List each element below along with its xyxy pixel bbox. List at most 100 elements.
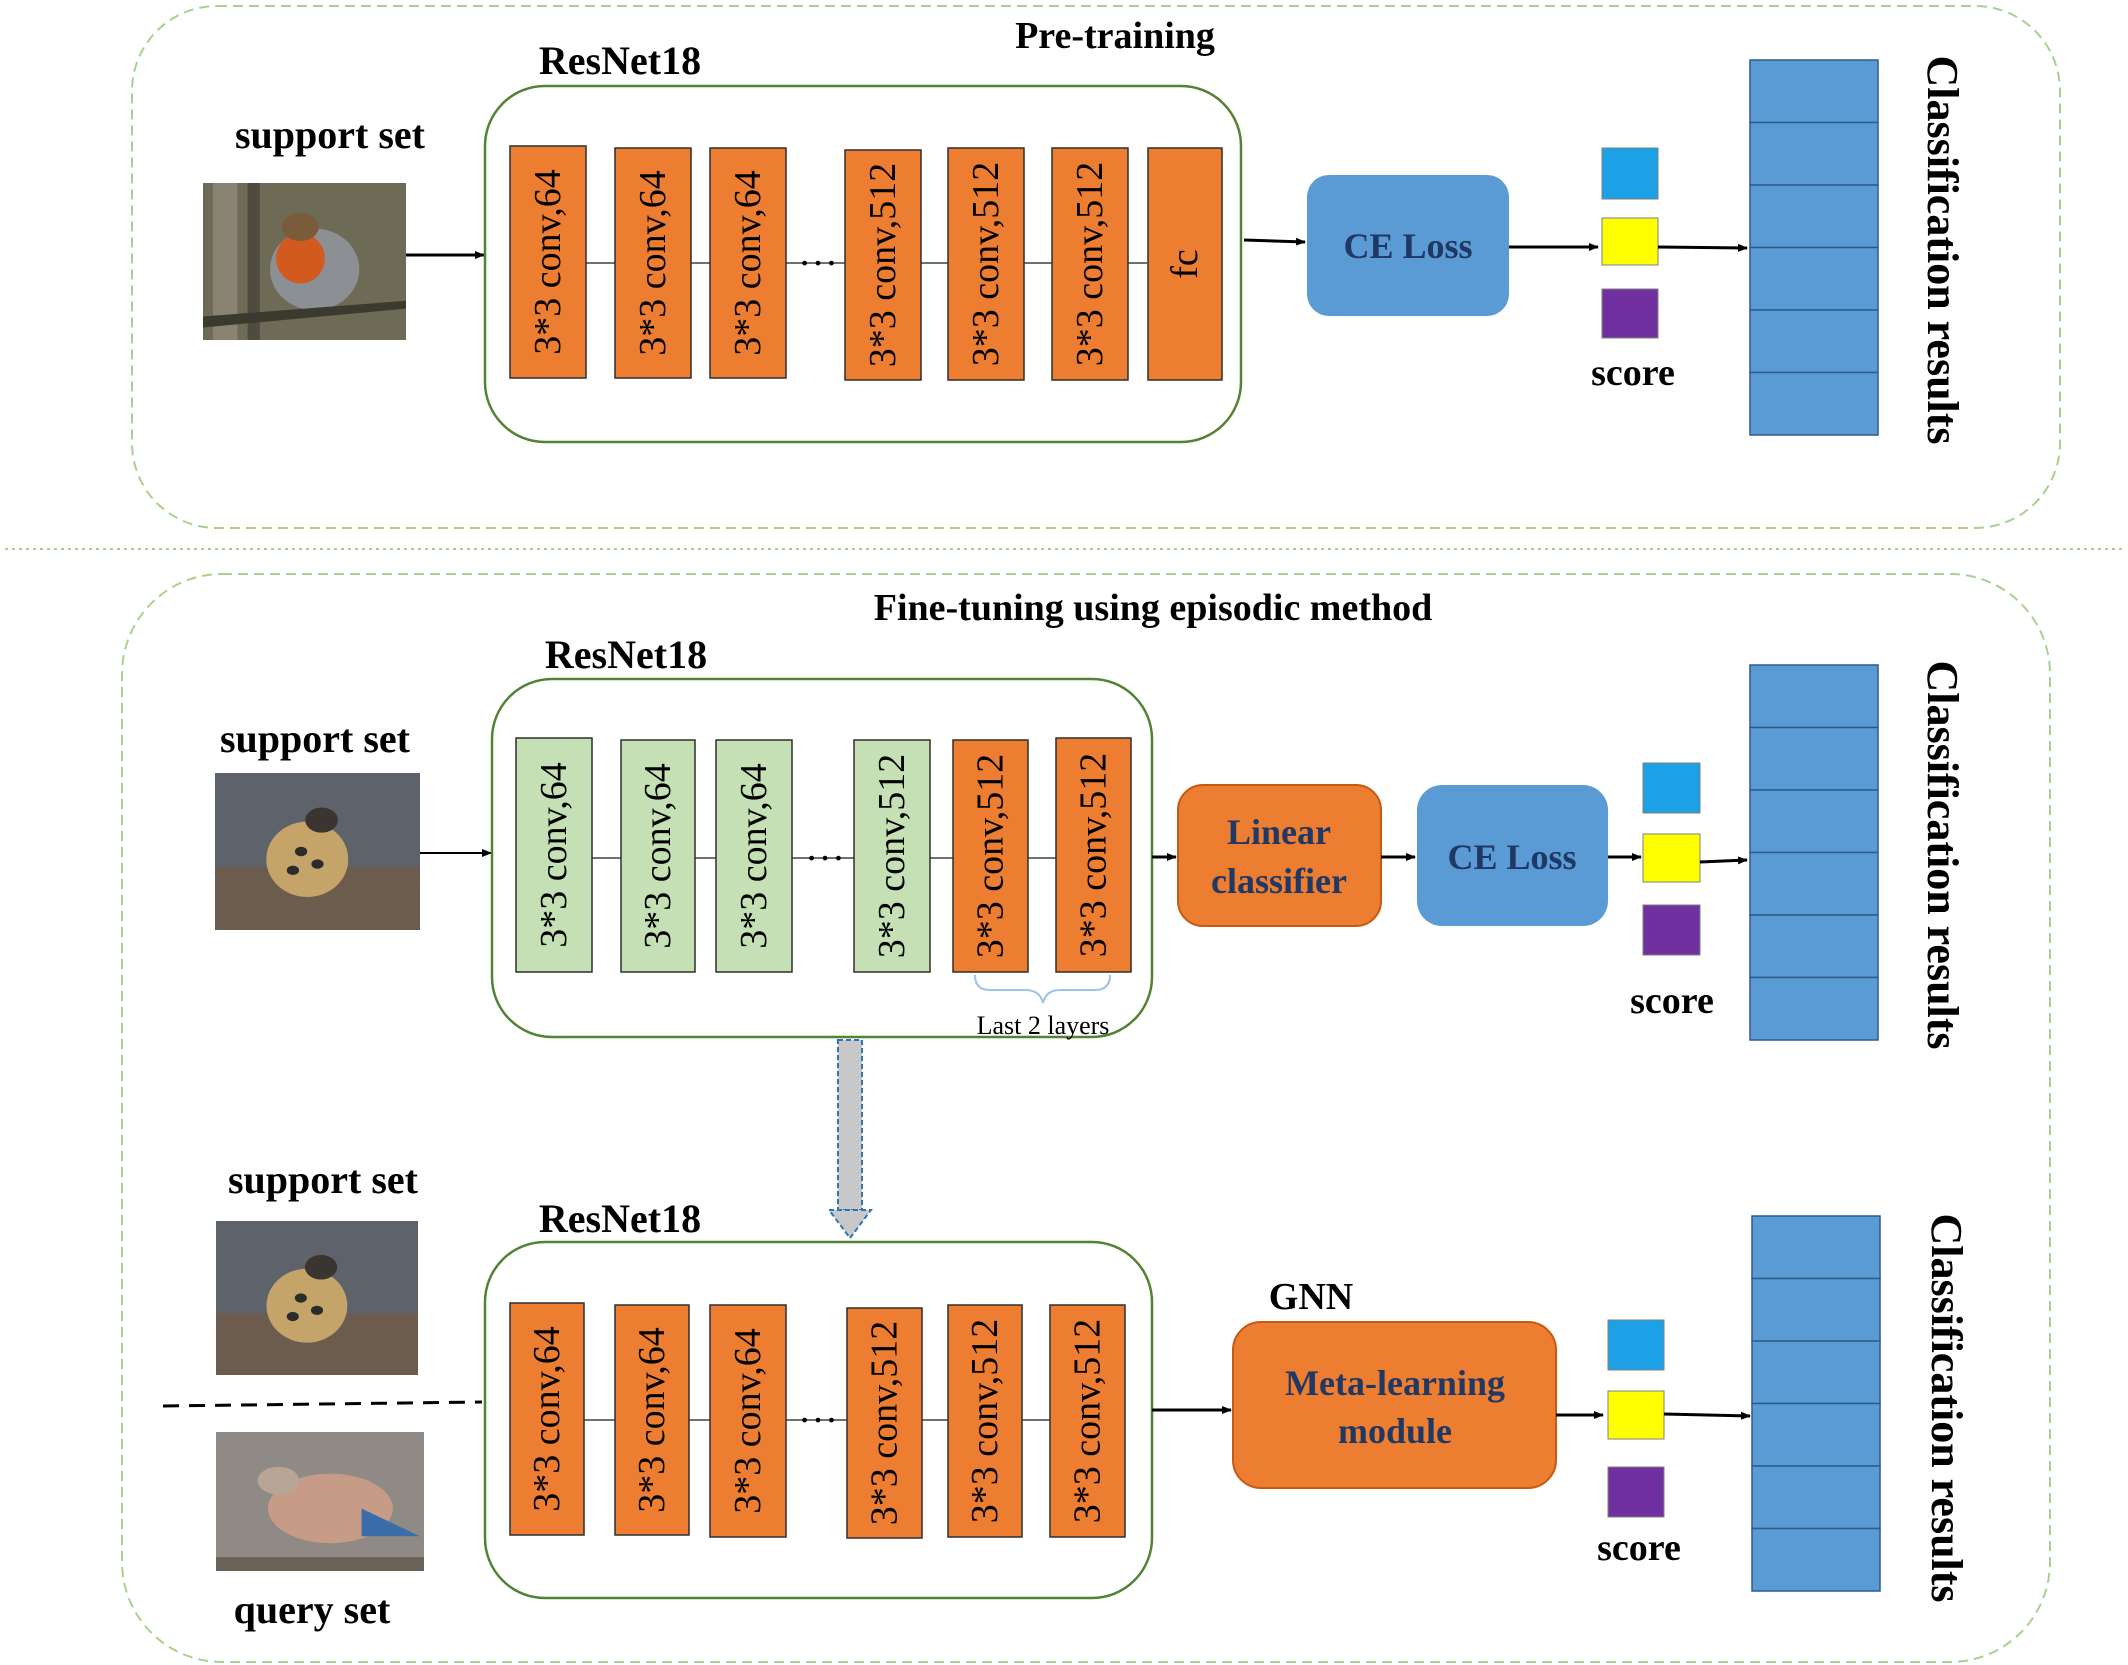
finetuning-lower-score-purple bbox=[1607, 1466, 1665, 1518]
conv-layer-label: 3*3 conv,64 bbox=[533, 762, 575, 947]
result-cell bbox=[1749, 851, 1879, 916]
meta-learning-module-box bbox=[1232, 1321, 1557, 1489]
conv-layer-label: 3*3 conv,512 bbox=[864, 1321, 906, 1525]
pretraining-results-label: Classification results bbox=[1918, 55, 1967, 444]
result-cell bbox=[1749, 664, 1879, 729]
conv-layer-block bbox=[947, 1304, 1023, 1538]
finetuning-lower-support-set-label: support set bbox=[228, 1157, 419, 1202]
conv-layer-block bbox=[614, 1304, 690, 1536]
finetuning-lower-ellipsis: … bbox=[798, 1386, 838, 1431]
result-cell bbox=[1749, 371, 1879, 436]
finetuning-upper-score-label: score bbox=[1630, 980, 1714, 1022]
conv-layer-label: 3*3 conv,512 bbox=[965, 162, 1007, 366]
conv-layer-block bbox=[853, 739, 931, 973]
pretraining-score-label: score bbox=[1591, 352, 1675, 394]
finetuning-lower-score-yellow bbox=[1607, 1390, 1665, 1440]
finetuning-lower-score-to-results-arrow bbox=[1663, 1411, 1751, 1420]
finetuning-upper-score-purple bbox=[1642, 904, 1701, 956]
conv-layer-label: fc bbox=[1164, 249, 1206, 279]
result-cell bbox=[1749, 789, 1879, 854]
result-cell bbox=[1751, 1215, 1881, 1280]
finetuning-upper-score-yellow bbox=[1642, 833, 1701, 883]
conv-layer-block bbox=[614, 147, 692, 379]
meta-learning-module-label-line1: Meta-learning bbox=[1285, 1363, 1505, 1403]
result-cell bbox=[1749, 59, 1879, 124]
finetuning-lower-score-label: score bbox=[1597, 1527, 1681, 1569]
pretraining-score-yellow bbox=[1601, 217, 1659, 266]
conv-layer-block bbox=[952, 739, 1029, 973]
conv-layer-label: 3*3 conv,512 bbox=[964, 1319, 1006, 1523]
finetuning-lower-results-column bbox=[1751, 1215, 1881, 1592]
finetuning-lower-score-cyan bbox=[1607, 1319, 1665, 1371]
conv-layer-label: 3*3 conv,512 bbox=[1069, 162, 1111, 366]
pretraining-frame bbox=[131, 5, 2061, 529]
result-cell bbox=[1749, 246, 1879, 311]
result-cell bbox=[1749, 726, 1879, 791]
result-cell bbox=[1751, 1340, 1881, 1405]
conv-layer-block bbox=[1147, 147, 1223, 381]
conv-layer-label: 3*3 conv,64 bbox=[727, 170, 769, 355]
pretraining-results-column bbox=[1749, 59, 1879, 436]
conv-layer-block bbox=[709, 147, 787, 379]
conv-layer-block bbox=[509, 145, 587, 379]
finetuning-lower-results-label: Classification results bbox=[1922, 1213, 1971, 1602]
finetuning-lower-layers: 3*3 conv,64 3*3 conv,64 3*3 conv,64 3*3 con… bbox=[509, 1302, 1126, 1539]
result-cell bbox=[1749, 976, 1879, 1041]
result-cell bbox=[1749, 914, 1879, 979]
finetuning-upper-score-to-results-arrow bbox=[1699, 856, 1748, 865]
pretraining-score-purple bbox=[1601, 288, 1659, 339]
conv-layer-block bbox=[515, 737, 593, 973]
conv-layer-label: 3*3 conv,64 bbox=[727, 1328, 769, 1513]
result-cell bbox=[1749, 121, 1879, 186]
conv-layer-label: 3*3 conv,64 bbox=[631, 1327, 673, 1512]
conv-layer-label: 3*3 conv,512 bbox=[970, 754, 1012, 958]
finetuning-upper-support-set-label: support set bbox=[220, 716, 411, 761]
weight-transfer-arrow-shaft bbox=[837, 1039, 863, 1211]
meta-learning-module-label-line2: module bbox=[1338, 1411, 1452, 1451]
finetuning-upper-ellipsis: … bbox=[805, 824, 845, 869]
finetuning-upper-backbone-label: ResNet18 bbox=[545, 632, 707, 677]
finetuning-upper-results-label: Classification results bbox=[1918, 660, 1967, 1049]
conv-layer-label: 3*3 conv,64 bbox=[733, 763, 775, 948]
conv-layer-block bbox=[709, 1304, 787, 1538]
result-cell bbox=[1751, 1527, 1881, 1592]
conv-layer-block bbox=[509, 1302, 585, 1536]
pretraining-support-image bbox=[203, 183, 406, 340]
support-query-divider bbox=[162, 1400, 483, 1408]
conv-layer-block bbox=[844, 149, 922, 381]
linear-classifier-box bbox=[1177, 784, 1382, 927]
conv-layer-block bbox=[846, 1307, 923, 1539]
conv-layer-label: 3*3 conv,512 bbox=[1067, 1319, 1109, 1523]
result-cell bbox=[1751, 1465, 1881, 1530]
finetuning-frame bbox=[121, 573, 2051, 1663]
finetuning-upper-ce-loss-label: CE Loss bbox=[1447, 837, 1576, 877]
conv-layer-label: 3*3 conv,64 bbox=[632, 170, 674, 355]
last-2-layers-label: Last 2 layers bbox=[977, 1011, 1110, 1040]
conv-layer-block bbox=[947, 147, 1025, 381]
pretraining-ce-loss-box bbox=[1307, 175, 1509, 316]
linear-classifier-label-line1: Linear bbox=[1227, 812, 1331, 852]
pretraining-title: Pre-training bbox=[1015, 15, 1215, 57]
conv-layer-block bbox=[620, 739, 696, 973]
finetuning-upper-results-column bbox=[1749, 664, 1879, 1041]
pretraining-backbone-to-loss-arrow bbox=[1243, 237, 1306, 246]
finetuning-lower-query-image bbox=[216, 1432, 424, 1571]
conv-layer-label: 3*3 conv,64 bbox=[526, 1326, 568, 1511]
result-cell bbox=[1749, 184, 1879, 249]
result-cell bbox=[1751, 1277, 1881, 1342]
gnn-label: GNN bbox=[1269, 1276, 1353, 1318]
conv-layer-label: 3*3 conv,512 bbox=[862, 163, 904, 367]
finetuning-upper-support-image bbox=[215, 773, 420, 930]
pretraining-support-set-label: support set bbox=[235, 112, 426, 157]
result-cell bbox=[1749, 309, 1879, 374]
last-2-layers-brace bbox=[974, 974, 1111, 1004]
finetuning-lower-support-image bbox=[216, 1221, 418, 1375]
conv-layer-label: 3*3 conv,512 bbox=[871, 754, 913, 958]
conv-layer-block bbox=[715, 739, 793, 973]
finetuning-lower-backbone-label: ResNet18 bbox=[539, 1196, 701, 1241]
result-cell bbox=[1751, 1402, 1881, 1467]
finetuning-title: Fine-tuning using episodic method bbox=[874, 587, 1433, 629]
